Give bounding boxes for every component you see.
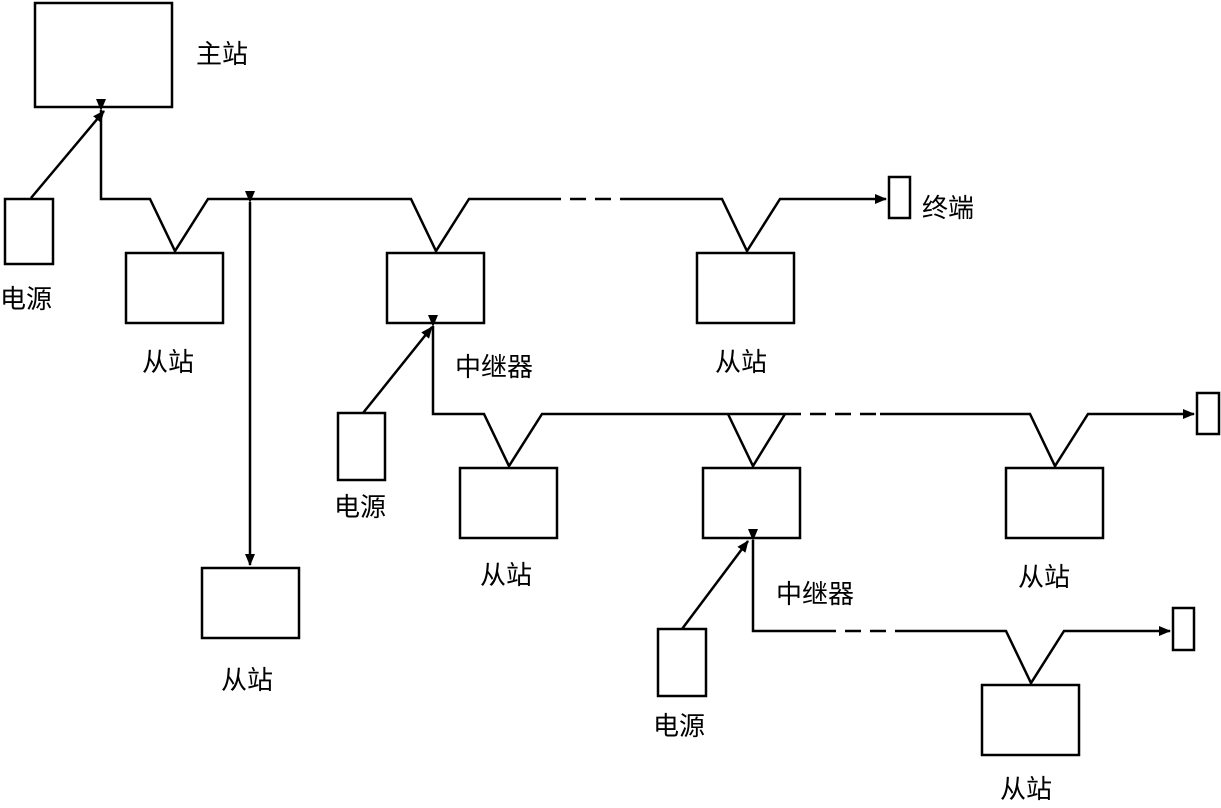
slave-station-box-6 xyxy=(980,683,1081,757)
repeater-label-2: 中继器 xyxy=(776,580,855,610)
repeater-label-1: 中继器 xyxy=(455,353,534,383)
third-bus-line xyxy=(748,529,820,633)
second-bus-repeater-tap xyxy=(726,413,787,469)
slave-station-box-4 xyxy=(1004,466,1105,540)
power-to-repeater-2-line xyxy=(681,540,749,630)
power-to-master-line xyxy=(30,110,105,199)
slave-station-label-6: 从站 xyxy=(1000,775,1053,805)
slave-station-label-2: 从站 xyxy=(715,348,768,378)
slave-station-box-5 xyxy=(200,566,301,640)
main-bus-line xyxy=(96,99,545,254)
second-bus-line xyxy=(428,315,785,469)
slave-station-box-3 xyxy=(458,466,559,540)
master-station-label: 主站 xyxy=(196,40,249,70)
repeater-box-1 xyxy=(385,251,486,325)
power-supply-box-2 xyxy=(336,411,387,482)
third-bus-end xyxy=(910,626,1171,686)
slave-station-box-1 xyxy=(124,251,225,325)
main-bus-end xyxy=(620,194,887,254)
slave-station-label-4: 从站 xyxy=(1018,563,1071,593)
terminator-box-3 xyxy=(1171,606,1196,652)
slave-station-label-3: 从站 xyxy=(480,561,533,591)
power-supply-box-3 xyxy=(656,627,708,698)
terminator-box-2 xyxy=(1195,391,1221,436)
terminal-label: 终端 xyxy=(922,194,975,224)
repeater-box-2 xyxy=(701,466,802,540)
master-station-box xyxy=(33,1,174,109)
power-supply-label-3: 电源 xyxy=(653,712,706,742)
slave-station-label-5: 从站 xyxy=(221,666,274,696)
power-to-repeater-1-line xyxy=(362,326,433,414)
slave-station-label-1: 从站 xyxy=(142,348,195,378)
power-supply-label-1: 电源 xyxy=(0,285,53,315)
second-bus-end xyxy=(880,409,1195,469)
power-supply-box-1 xyxy=(3,197,55,266)
slave-station-box-2 xyxy=(695,251,796,325)
power-supply-label-2: 电源 xyxy=(334,493,387,523)
terminator-box-1 xyxy=(887,175,912,220)
